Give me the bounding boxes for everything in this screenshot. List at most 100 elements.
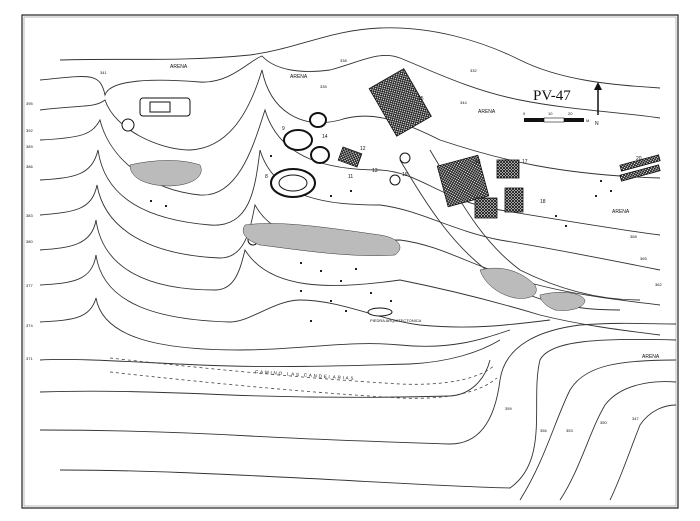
- rubble-band: [129, 160, 202, 187]
- contour-line: [39, 149, 661, 271]
- rubble-band: [242, 223, 401, 256]
- artifact-dot: [150, 200, 152, 202]
- contour-line: [59, 338, 677, 489]
- contour-label: 338: [340, 58, 347, 63]
- contour-line: [39, 339, 501, 367]
- artifact-dot: [370, 292, 372, 294]
- contour-line: [609, 404, 677, 501]
- artifact-dot: [310, 320, 312, 322]
- contour-line: [39, 219, 661, 336]
- artifact-dot: [345, 310, 347, 312]
- structure-16b: [474, 197, 498, 219]
- area-label: ARENA: [612, 209, 630, 215]
- contour-line: [39, 254, 551, 328]
- road-edge-line: [109, 357, 496, 385]
- contour-line: [39, 297, 511, 351]
- artifact-dot: [270, 155, 272, 157]
- scale-tick-10: 10: [548, 111, 553, 116]
- artifact-dot: [595, 195, 597, 197]
- artifact-dot: [565, 225, 567, 227]
- artifact-dot: [320, 270, 322, 272]
- north-label: N: [595, 121, 599, 127]
- contour-label: 341: [100, 70, 107, 75]
- map-frame: [21, 14, 679, 509]
- contour-label: 386: [26, 164, 33, 169]
- contour-label: 374: [26, 323, 33, 328]
- artifact-dot: [390, 300, 392, 302]
- contour-label: 347: [632, 416, 639, 421]
- feature-label: PIEDRA ARQUITECTONICA: [370, 318, 422, 323]
- structure-12: [337, 146, 363, 168]
- rubble-band: [539, 292, 586, 311]
- contour-label: 359: [505, 406, 512, 411]
- artifact-dot: [350, 190, 352, 192]
- scale-segment: [543, 117, 565, 123]
- contour-label: 332: [470, 68, 477, 73]
- area-label: ARENA: [170, 64, 188, 70]
- contour-label: 362: [655, 282, 662, 287]
- structure-number: 16: [475, 159, 481, 165]
- structure-circle: [310, 146, 330, 164]
- contour-lines: [39, 27, 677, 501]
- contour-labels: 395 392 389 386 383 380 377 374 371 368 …: [26, 58, 662, 433]
- contour-label: 356: [540, 428, 547, 433]
- structure-oval: [283, 129, 313, 151]
- scale-segment: [564, 118, 584, 122]
- map-title: PV-47: [533, 88, 571, 104]
- rubble-band: [479, 267, 537, 299]
- artifact-dot: [555, 215, 557, 217]
- road-label: CAMINO LAS CANDELARIAS: [255, 369, 355, 381]
- structure-number: 19: [402, 172, 408, 178]
- artifact-dot: [330, 300, 332, 302]
- structure-circle: [389, 174, 401, 186]
- road-edge-line: [109, 371, 498, 399]
- contour-label: 392: [26, 128, 33, 133]
- structure-number: 17: [522, 159, 528, 165]
- structure-number: 15: [418, 96, 424, 102]
- contour-label: 335: [320, 84, 327, 89]
- structure-number: 12: [360, 146, 366, 152]
- piedra-feature: [367, 307, 393, 317]
- structure-16: [436, 154, 490, 208]
- contour-label: 344: [460, 100, 467, 105]
- structure-number: 20: [636, 156, 642, 162]
- artifact-dot: [300, 290, 302, 292]
- contour-label: 353: [566, 428, 573, 433]
- artifact-dot: [330, 195, 332, 197]
- contour-label: 377: [26, 283, 33, 288]
- contour-line: [39, 54, 661, 119]
- contour-line: [39, 69, 661, 179]
- structure-number: 8: [265, 174, 268, 180]
- structure-room: [149, 101, 171, 113]
- scale-tick-0: 0: [523, 111, 526, 116]
- structure-20b: [619, 164, 661, 182]
- structure-17: [496, 159, 520, 179]
- structure-number: 18: [540, 199, 546, 205]
- contour-line: [39, 322, 677, 445]
- artifact-dot: [165, 205, 167, 207]
- rubble-areas: [129, 160, 586, 311]
- structure-number: 11: [348, 174, 353, 180]
- artifact-dot: [600, 180, 602, 182]
- structures: [121, 68, 661, 317]
- scale-unit: M: [586, 118, 589, 123]
- contour-line: [559, 381, 677, 501]
- area-label: ARENA: [290, 74, 308, 80]
- map-inner-frame: [23, 16, 677, 507]
- structure-circle: [399, 152, 411, 164]
- scale-tick-20: 20: [568, 111, 573, 116]
- north-arrowhead-icon: [594, 82, 602, 90]
- structure-15: [368, 68, 432, 137]
- structure-20: [619, 154, 661, 172]
- area-label: ARENA: [642, 354, 660, 360]
- artifact-dot: [340, 280, 342, 282]
- structure-oval-inner: [278, 174, 308, 192]
- scale-segment: [524, 118, 544, 122]
- structure-circle: [121, 118, 135, 132]
- contour-line: [39, 108, 661, 236]
- contour-line: [39, 359, 491, 398]
- contour-label: 395: [26, 101, 33, 106]
- contour-label: 365: [640, 256, 647, 261]
- structure-number: 14: [322, 134, 328, 140]
